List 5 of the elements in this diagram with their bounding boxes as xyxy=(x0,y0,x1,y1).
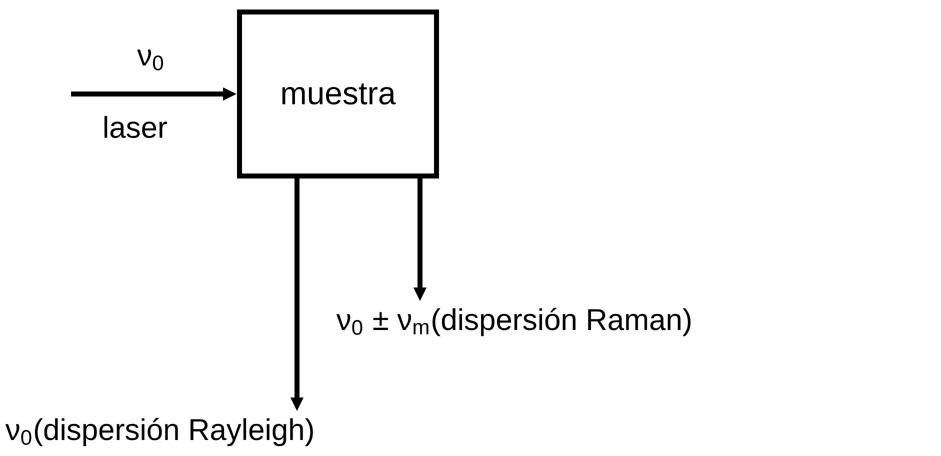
process-box: muestra xyxy=(237,10,439,178)
output-text: ν$_{0}$(dispersión Rayleigh) xyxy=(5,418,313,446)
label-text: laser xyxy=(104,116,167,138)
output-text: ν$_{0}$ ± ν$_{m}$(dispersión Raman) xyxy=(336,308,691,336)
edge-label: ν$_{0}$ xyxy=(137,50,164,70)
